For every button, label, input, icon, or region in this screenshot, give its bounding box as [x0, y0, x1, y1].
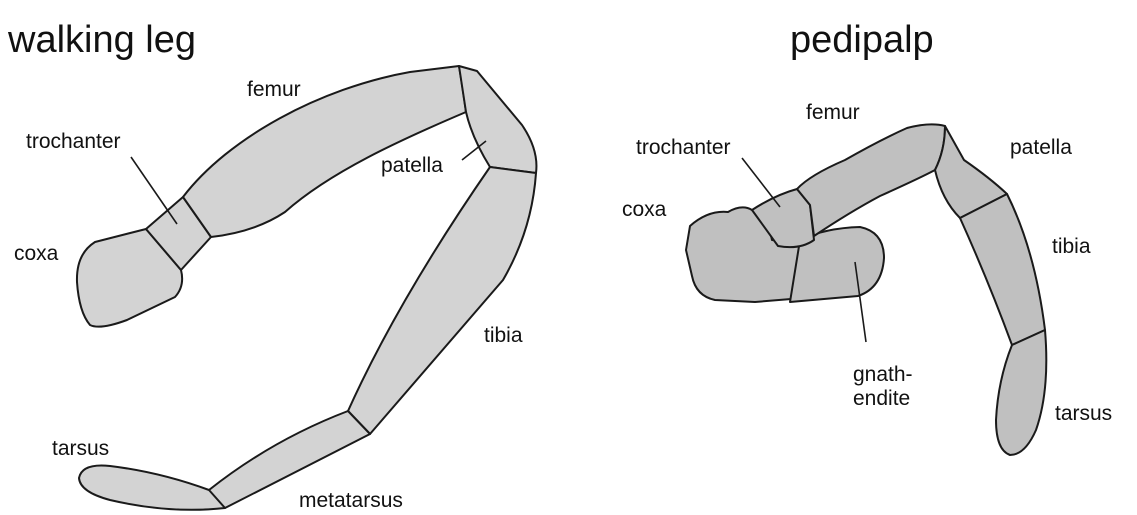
walking-leg-femur-label: femur — [247, 78, 301, 101]
pedipalp-tibia-segment — [960, 194, 1045, 345]
walking-leg-patella-label: patella — [381, 154, 443, 177]
pedipalp-tarsus-label: tarsus — [1055, 402, 1112, 425]
pedipalp-patella-label: patella — [1010, 136, 1072, 159]
pedipalp-trochanter-label: trochanter — [636, 136, 731, 159]
walking-leg-femur-segment — [183, 66, 466, 237]
pedipalp-gnathendite-label-line1: gnath- — [853, 363, 913, 386]
pedipalp-tibia-label: tibia — [1052, 235, 1091, 258]
walking-leg-tibia-label: tibia — [484, 324, 523, 347]
walking-leg-trochanter-label: trochanter — [26, 130, 121, 153]
walking-leg-tarsus-label: tarsus — [52, 437, 109, 460]
walking-leg-metatarsus-label: metatarsus — [299, 489, 403, 512]
pedipalp-coxa-label: coxa — [622, 198, 667, 221]
walking-leg-patella-segment — [459, 66, 536, 173]
pedipalp-tarsus-segment — [996, 330, 1046, 455]
pedipalp-title: pedipalp — [790, 19, 934, 61]
walking-leg-tibia-segment — [348, 167, 536, 434]
pedipalp-gnathendite-label-line2: endite — [853, 387, 910, 410]
walking-leg-title: walking leg — [7, 19, 196, 61]
pedipalp-femur-segment — [797, 124, 945, 236]
walking-leg-diagram: walking leg femur trochanter patella cox… — [7, 19, 536, 512]
walking-leg-tarsus-segment — [79, 466, 225, 510]
walking-leg-trochanter-leader — [131, 157, 177, 224]
walking-leg-coxa-label: coxa — [14, 242, 59, 265]
pedipalp-femur-label: femur — [806, 101, 860, 124]
pedipalp-diagram: pedipalp femur trochanter patella coxa t… — [622, 19, 1112, 455]
pedipalp-trochanter-leader — [742, 158, 780, 207]
